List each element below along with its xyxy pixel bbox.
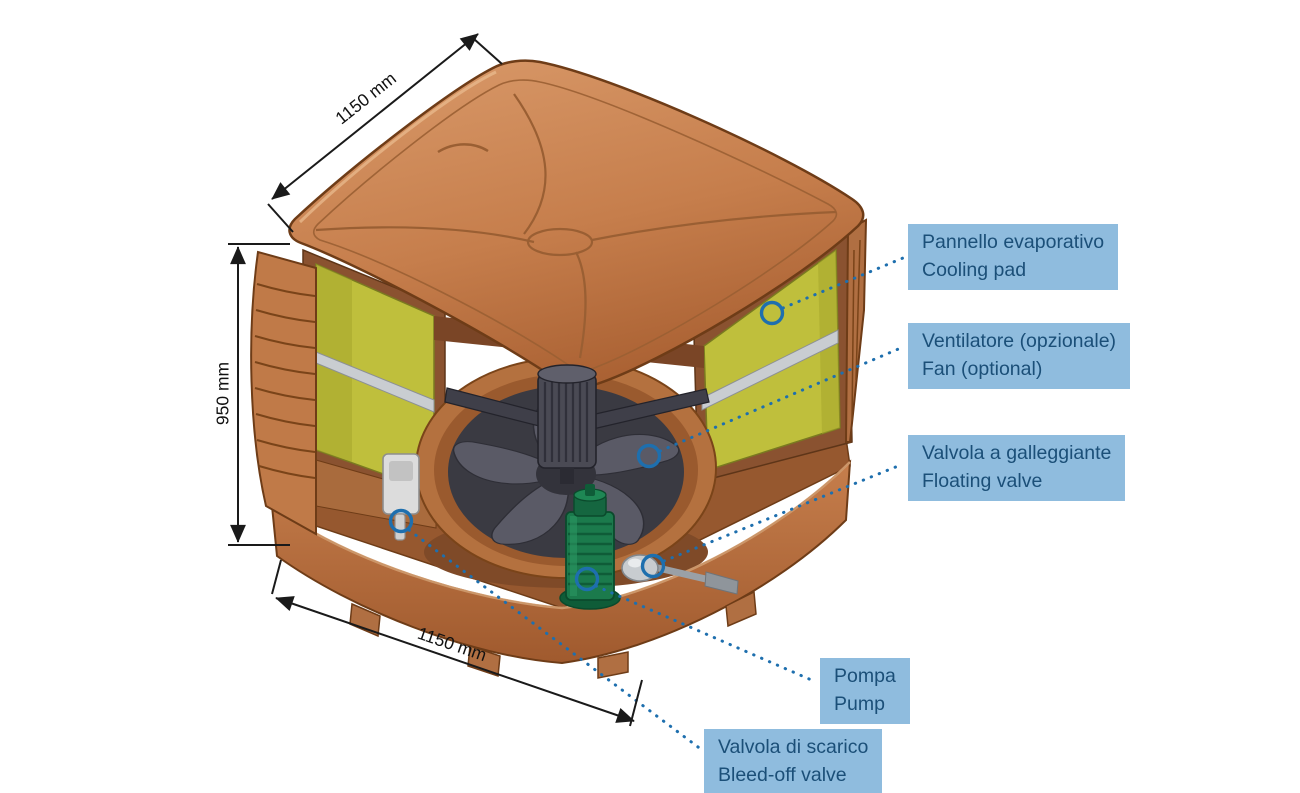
marker-fan bbox=[636, 443, 662, 469]
label-pump-it: Pompa bbox=[834, 665, 896, 687]
leader-floating-valve bbox=[662, 462, 905, 563]
label-cooling-pad: Pannello evaporativo Cooling pad bbox=[908, 224, 1119, 290]
dimension-left-label: 950 mm bbox=[212, 361, 233, 426]
leader-pump bbox=[594, 584, 818, 684]
label-bleed-valve-it: Valvola di scarico bbox=[718, 736, 869, 758]
label-fan-en: Fan (optional) bbox=[922, 358, 1043, 380]
label-bleed-valve-en: Bleed-off valve bbox=[718, 764, 847, 786]
label-floating-valve-it: Valvola a galleggiante bbox=[922, 442, 1112, 464]
leader-lines bbox=[407, 256, 905, 752]
marker-cooling-pad bbox=[759, 300, 785, 326]
marker-pump bbox=[574, 566, 600, 592]
leader-fan bbox=[658, 345, 905, 453]
marker-floating-valve bbox=[640, 553, 666, 579]
label-pump-en: Pump bbox=[834, 693, 885, 715]
bleed-valve-body bbox=[382, 453, 420, 541]
fan-motor bbox=[444, 364, 710, 484]
ribbed-corner-left bbox=[250, 250, 317, 536]
label-cooling-pad-en: Cooling pad bbox=[922, 259, 1027, 281]
label-cooling-pad-it: Pannello evaporativo bbox=[922, 231, 1105, 253]
label-pump: Pompa Pump bbox=[820, 658, 910, 724]
label-fan: Ventilatore (opzionale) Fan (optional) bbox=[908, 323, 1131, 389]
outer-wall-right bbox=[844, 218, 868, 443]
dimension-lines bbox=[228, 33, 643, 727]
marker-bleed-valve bbox=[388, 508, 414, 534]
label-bleed-valve: Valvola di scarico Bleed-off valve bbox=[704, 729, 883, 793]
leader-bleed-valve bbox=[407, 528, 704, 752]
dimension-top-line bbox=[271, 33, 479, 200]
callout-markers bbox=[388, 300, 785, 592]
label-fan-it: Ventilatore (opzionale) bbox=[922, 330, 1117, 352]
label-floating-valve: Valvola a galleggiante Floating valve bbox=[908, 435, 1126, 501]
dimension-bottom-line bbox=[275, 596, 635, 723]
label-floating-valve-en: Floating valve bbox=[922, 470, 1043, 492]
